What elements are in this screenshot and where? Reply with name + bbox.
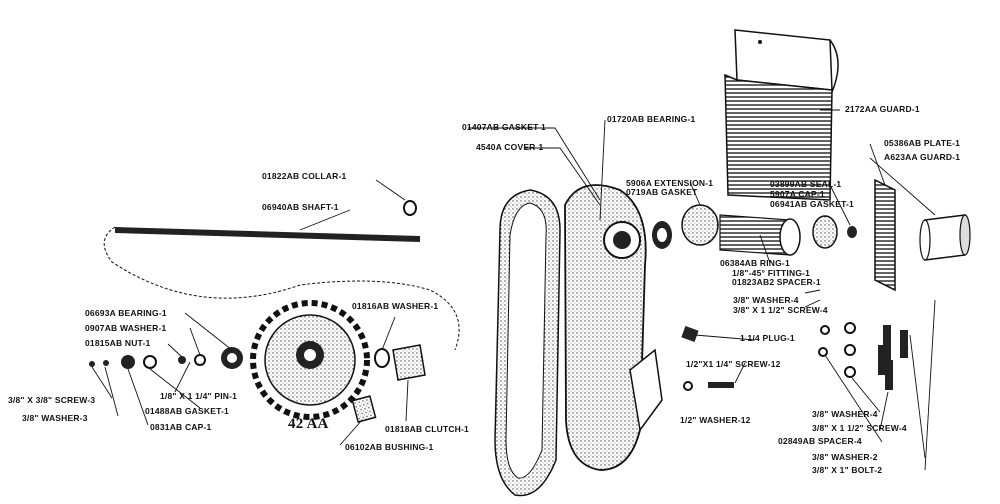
label-washer-0907: 0907AB WASHER-1 (85, 323, 167, 333)
bearing-top-part (652, 221, 672, 249)
label-shaft: 06940AB SHAFT-1 (262, 202, 339, 212)
sprocket-part (250, 300, 370, 420)
plate-part (874, 178, 896, 292)
washer-01816-part (374, 348, 390, 368)
label-spacer-02849: 02849AB SPACER-4 (778, 436, 862, 446)
label-washer-12: 1/2" WASHER-12 (680, 415, 751, 425)
label-screw-r4: 3/8" X 1 1/2" SCREW-4 (812, 423, 907, 433)
label-extension: 5906A EXTENSION-1 (626, 178, 714, 188)
washer-3-part (103, 360, 109, 366)
label-ring: 06384AB RING-1 (720, 258, 790, 268)
label-cap-0831: 0831AB CAP-1 (150, 422, 212, 432)
label-plug: 1 1/4 PLUG-1 (740, 333, 795, 343)
leader-lines (91, 109, 936, 471)
assembly-label: 42 AA (288, 416, 329, 432)
label-gasket-01488: 01488AB GASKET-1 (145, 406, 229, 416)
clutch-part (392, 344, 426, 381)
label-screw-12: 1/2"X1 1/4" SCREW-12 (686, 359, 781, 369)
label-seal: 03899AB SEAL-1 (770, 179, 842, 189)
label-washer-r4: 3/8" WASHER-4 (812, 409, 878, 419)
bolts-right (818, 322, 908, 390)
label-cap-5907: 5907A CAP-1 (770, 189, 825, 199)
bushing-part (351, 395, 377, 423)
label-cover: 4540A COVER-1 (476, 142, 544, 152)
screw-3-part (89, 361, 95, 367)
label-spacer-01823: 01823AB2 SPACER-1 (732, 277, 821, 287)
washer-12-part (683, 381, 693, 391)
label-gasket-06941: 06941AB GASKET-1 (770, 199, 854, 209)
cover-part (564, 184, 663, 471)
nut-part (178, 356, 186, 364)
label-washer-3: 3/8" WASHER-3 (22, 413, 88, 423)
label-guard-top: 2172AA GUARD-1 (845, 104, 920, 114)
label-nut: 01815AB NUT-1 (85, 338, 151, 348)
label-collar: 01822AB COLLAR-1 (262, 171, 347, 181)
label-bearing-06693: 06693A BEARING-1 (85, 308, 167, 318)
label-washer-01816: 01816AB WASHER-1 (352, 301, 439, 311)
cap-0831-part (121, 355, 135, 369)
label-gasket-cover: 01407AB GASKET-1 (462, 122, 546, 132)
label-plate: 05386AB PLATE-1 (884, 138, 961, 148)
label-guard-right: A623AA GUARD-1 (884, 152, 961, 162)
bearing-06693-part (221, 347, 243, 369)
label-washer-38-4: 3/8" WASHER-4 (733, 295, 799, 305)
label-gasket-0719: 0719AB GASKET (626, 187, 698, 197)
extension-assembly (681, 204, 857, 256)
guard-top-part (724, 29, 839, 201)
label-bearing-top: 01720AB BEARING-1 (607, 114, 696, 124)
label-washer-r2: 3/8" WASHER-2 (812, 452, 878, 462)
screw-12-part (708, 382, 734, 388)
label-bushing: 06102AB BUSHING-1 (345, 442, 434, 452)
label-bolt: 3/8" X 1" BOLT-2 (812, 465, 883, 475)
label-screw-38-112: 3/8" X 1 1/2" SCREW-4 (733, 305, 828, 315)
label-clutch: 01818AB CLUTCH-1 (385, 424, 469, 434)
label-screw-3: 3/8" X 3/8" SCREW-3 (8, 395, 96, 405)
label-pin: 1/8" X 1 1/4" PIN-1 (160, 391, 238, 401)
guard-right-part (919, 214, 971, 261)
collar-part (403, 200, 417, 216)
gasket-01488-part (143, 355, 157, 369)
label-fitting: 1/8"-45° FITTING-1 (732, 268, 811, 278)
plug-part (681, 325, 699, 343)
shaft-part (103, 226, 460, 351)
washer-0907-part (194, 354, 206, 366)
